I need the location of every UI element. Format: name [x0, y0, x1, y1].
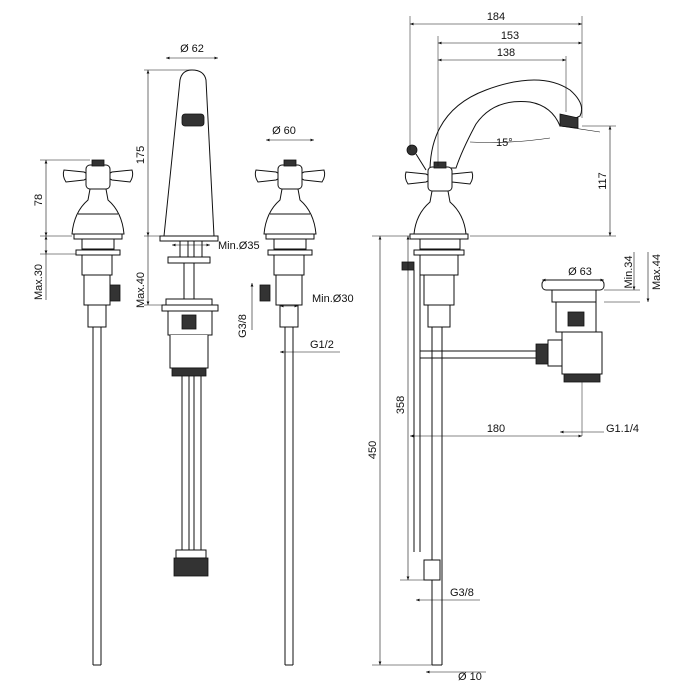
- left-handle-dimensions: 78 Max.30: [33, 159, 90, 300]
- cross-handle-icon: [404, 161, 474, 192]
- dim-valve-diameter: Ø 60: [272, 125, 296, 137]
- dim-spout-diameter: Ø 62: [180, 43, 204, 55]
- side-view-assembly: [401, 79, 583, 666]
- dim-waste-min: Min.34: [623, 255, 635, 288]
- dim-side-450: 450: [367, 441, 379, 459]
- spout-dimensions: 175 Max.40 Ø 62 Min.Ø35: [135, 43, 260, 308]
- spout-front-view: [159, 69, 219, 577]
- dim-spout-max: Max.40: [135, 272, 147, 308]
- dim-spout-height: 175: [135, 146, 147, 164]
- dim-waste-max: Max.44: [651, 254, 663, 290]
- dim-valve-hole-min: Min.Ø30: [312, 293, 354, 305]
- dim-spout-hole-min: Min.Ø35: [218, 240, 260, 252]
- dim-reach-153: 153: [501, 30, 519, 42]
- dim-waste-thread: G1.1/4: [606, 423, 639, 435]
- dim-waste-offset: 180: [487, 423, 505, 435]
- side-view-dimensions: 184 153 138 15° 117 Ø 63 Min.34 Max.44 4…: [367, 11, 663, 683]
- right-valve-dimensions: Ø 60 Min.Ø30 G3/8 G1/2: [237, 125, 354, 354]
- left-cross-handle-valve: [62, 159, 134, 666]
- lever-knob-icon: [406, 144, 427, 171]
- dim-side-thread: G3/8: [450, 587, 474, 599]
- dim-thread-side: G3/8: [237, 314, 249, 338]
- waste-assembly: [535, 279, 605, 383]
- cross-handle-icon: [62, 159, 134, 190]
- dim-angle: 15°: [496, 137, 513, 149]
- dim-overall-reach: 184: [487, 11, 505, 23]
- dim-waste-diameter: Ø 63: [568, 266, 592, 278]
- dim-reach-138: 138: [497, 47, 515, 59]
- right-cross-handle-valve: [254, 159, 326, 666]
- dim-handle-max: Max.30: [33, 264, 45, 300]
- cross-handle-icon: [254, 159, 326, 190]
- dim-pipe-diameter: Ø 10: [458, 671, 482, 683]
- dim-handle-height: 78: [33, 194, 45, 206]
- dim-thread-valve: G1/2: [310, 339, 334, 351]
- dim-outlet-height: 117: [597, 172, 609, 190]
- dim-side-358: 358: [395, 396, 407, 414]
